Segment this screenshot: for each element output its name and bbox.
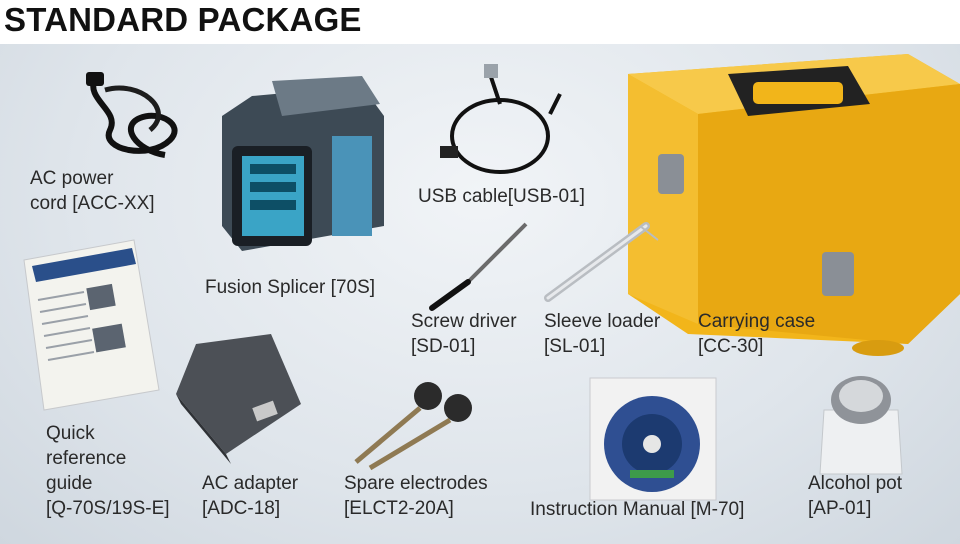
usb-cable-image: [440, 64, 562, 174]
quick-reference-guide-image: [23, 239, 160, 411]
label-ac-power-cord: AC power cord [ACC-XX]: [30, 168, 155, 214]
instruction-manual-image: [589, 377, 717, 501]
label-instruction-manual: Instruction Manual [M-70]: [530, 499, 745, 520]
fusion-splicer-image: [222, 76, 384, 251]
label-fusion-splicer: Fusion Splicer [70S]: [205, 277, 376, 298]
screw-driver-image: [429, 222, 528, 311]
label-usb-cable: USB cable[USB-01]: [418, 186, 585, 207]
label-sleeve-loader: Sleeve loader [SL-01]: [544, 311, 661, 357]
spare-electrodes-image: [354, 382, 472, 471]
ac-adapter-image: [176, 334, 301, 464]
label-carrying-case: Carrying case [CC-30]: [698, 311, 816, 357]
sleeve-loader-image: [544, 222, 659, 302]
carrying-case-image: [628, 54, 960, 356]
alcohol-pot-image: [819, 376, 903, 475]
label-spare-electrodes: Spare electrodes [ELCT2-20A]: [344, 473, 488, 519]
label-quick-reference-guide: Quick reference guide [Q-70S/19S-E]: [46, 423, 170, 519]
page-title: STANDARD PACKAGE: [4, 1, 362, 38]
label-screw-driver: Screw driver [SD-01]: [411, 311, 517, 357]
label-ac-adapter: AC adapter [ADC-18]: [202, 473, 299, 519]
label-alcohol-pot: Alcohol pot [AP-01]: [808, 473, 903, 519]
ac-power-cord-image: [86, 72, 178, 158]
product-photo-panel: AC power cord [ACC-XX] Fusion Splicer [7…: [0, 44, 960, 544]
